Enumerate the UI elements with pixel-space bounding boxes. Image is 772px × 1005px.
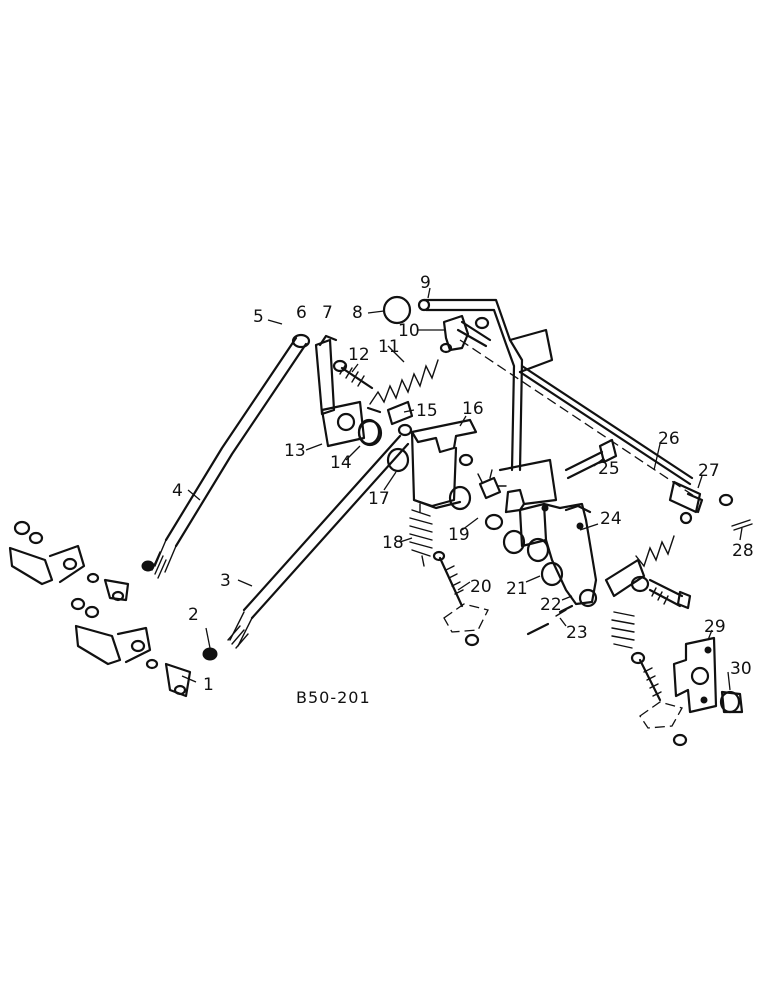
callout-12: 12 (348, 345, 370, 365)
pin-15 (386, 400, 414, 437)
callout-28: 28 (732, 541, 754, 561)
lower-right-spring (611, 611, 688, 747)
callout-4: 4 (172, 481, 183, 501)
callout-29: 29 (704, 617, 726, 637)
bracket-16 (410, 418, 478, 511)
callout-16: 16 (462, 399, 484, 419)
callout-27: 27 (698, 461, 720, 481)
callout-11: 11 (378, 337, 400, 357)
pin-27 (668, 480, 734, 525)
callout-3: 3 (220, 571, 231, 591)
callout-30: 30 (730, 659, 752, 679)
callout-10: 10 (398, 321, 420, 341)
pedal-9 (417, 298, 558, 514)
bolt-12 (332, 359, 374, 390)
callout-9: 9 (420, 273, 431, 293)
callout-14: 14 (330, 453, 352, 473)
spring-18 (409, 503, 433, 567)
pin-22-23 (526, 604, 574, 636)
cotter-pin-28 (731, 519, 753, 531)
drawing-code: B50-201 (296, 688, 371, 707)
lever-7-bracket-13 (314, 334, 381, 448)
callout-15: 15 (416, 401, 438, 421)
callout-23: 23 (566, 623, 588, 643)
callout-22: 22 (540, 595, 562, 615)
leader-lines (181, 287, 743, 691)
callout-18: 18 (382, 533, 404, 553)
callout-24: 24 (600, 509, 622, 529)
spring-11 (366, 359, 439, 414)
callout-25: 25 (598, 459, 620, 479)
plate-29 (672, 636, 718, 714)
lower-left-linkages (8, 520, 218, 698)
bolt-right (648, 578, 692, 610)
callout-5: 5 (253, 307, 264, 327)
callout-7: 7 (322, 303, 333, 323)
callout-19: 19 (448, 525, 470, 545)
right-lever-spring (604, 535, 682, 608)
lever-24 (502, 502, 598, 608)
bracket-10 (439, 314, 492, 354)
rod-26 (459, 339, 701, 501)
knob-8 (382, 295, 412, 325)
bushing-30 (719, 690, 744, 714)
bolt-20-assembly (432, 550, 489, 647)
callout-8: 8 (352, 303, 363, 323)
callout-6: 6 (296, 303, 307, 323)
callout-20: 20 (470, 577, 492, 597)
callout-1: 1 (203, 675, 214, 695)
callout-26: 26 (658, 429, 680, 449)
bushings (357, 419, 410, 473)
callout-21: 21 (506, 579, 528, 599)
callout-labels: 1 2 3 4 5 6 7 8 9 10 11 12 13 14 15 16 1… (172, 273, 754, 695)
callout-2: 2 (188, 605, 199, 625)
callout-13: 13 (284, 441, 306, 461)
rod-3 (227, 434, 410, 649)
rod-4 (151, 333, 311, 579)
fitting-19 (477, 469, 507, 531)
callout-17: 17 (368, 489, 390, 509)
